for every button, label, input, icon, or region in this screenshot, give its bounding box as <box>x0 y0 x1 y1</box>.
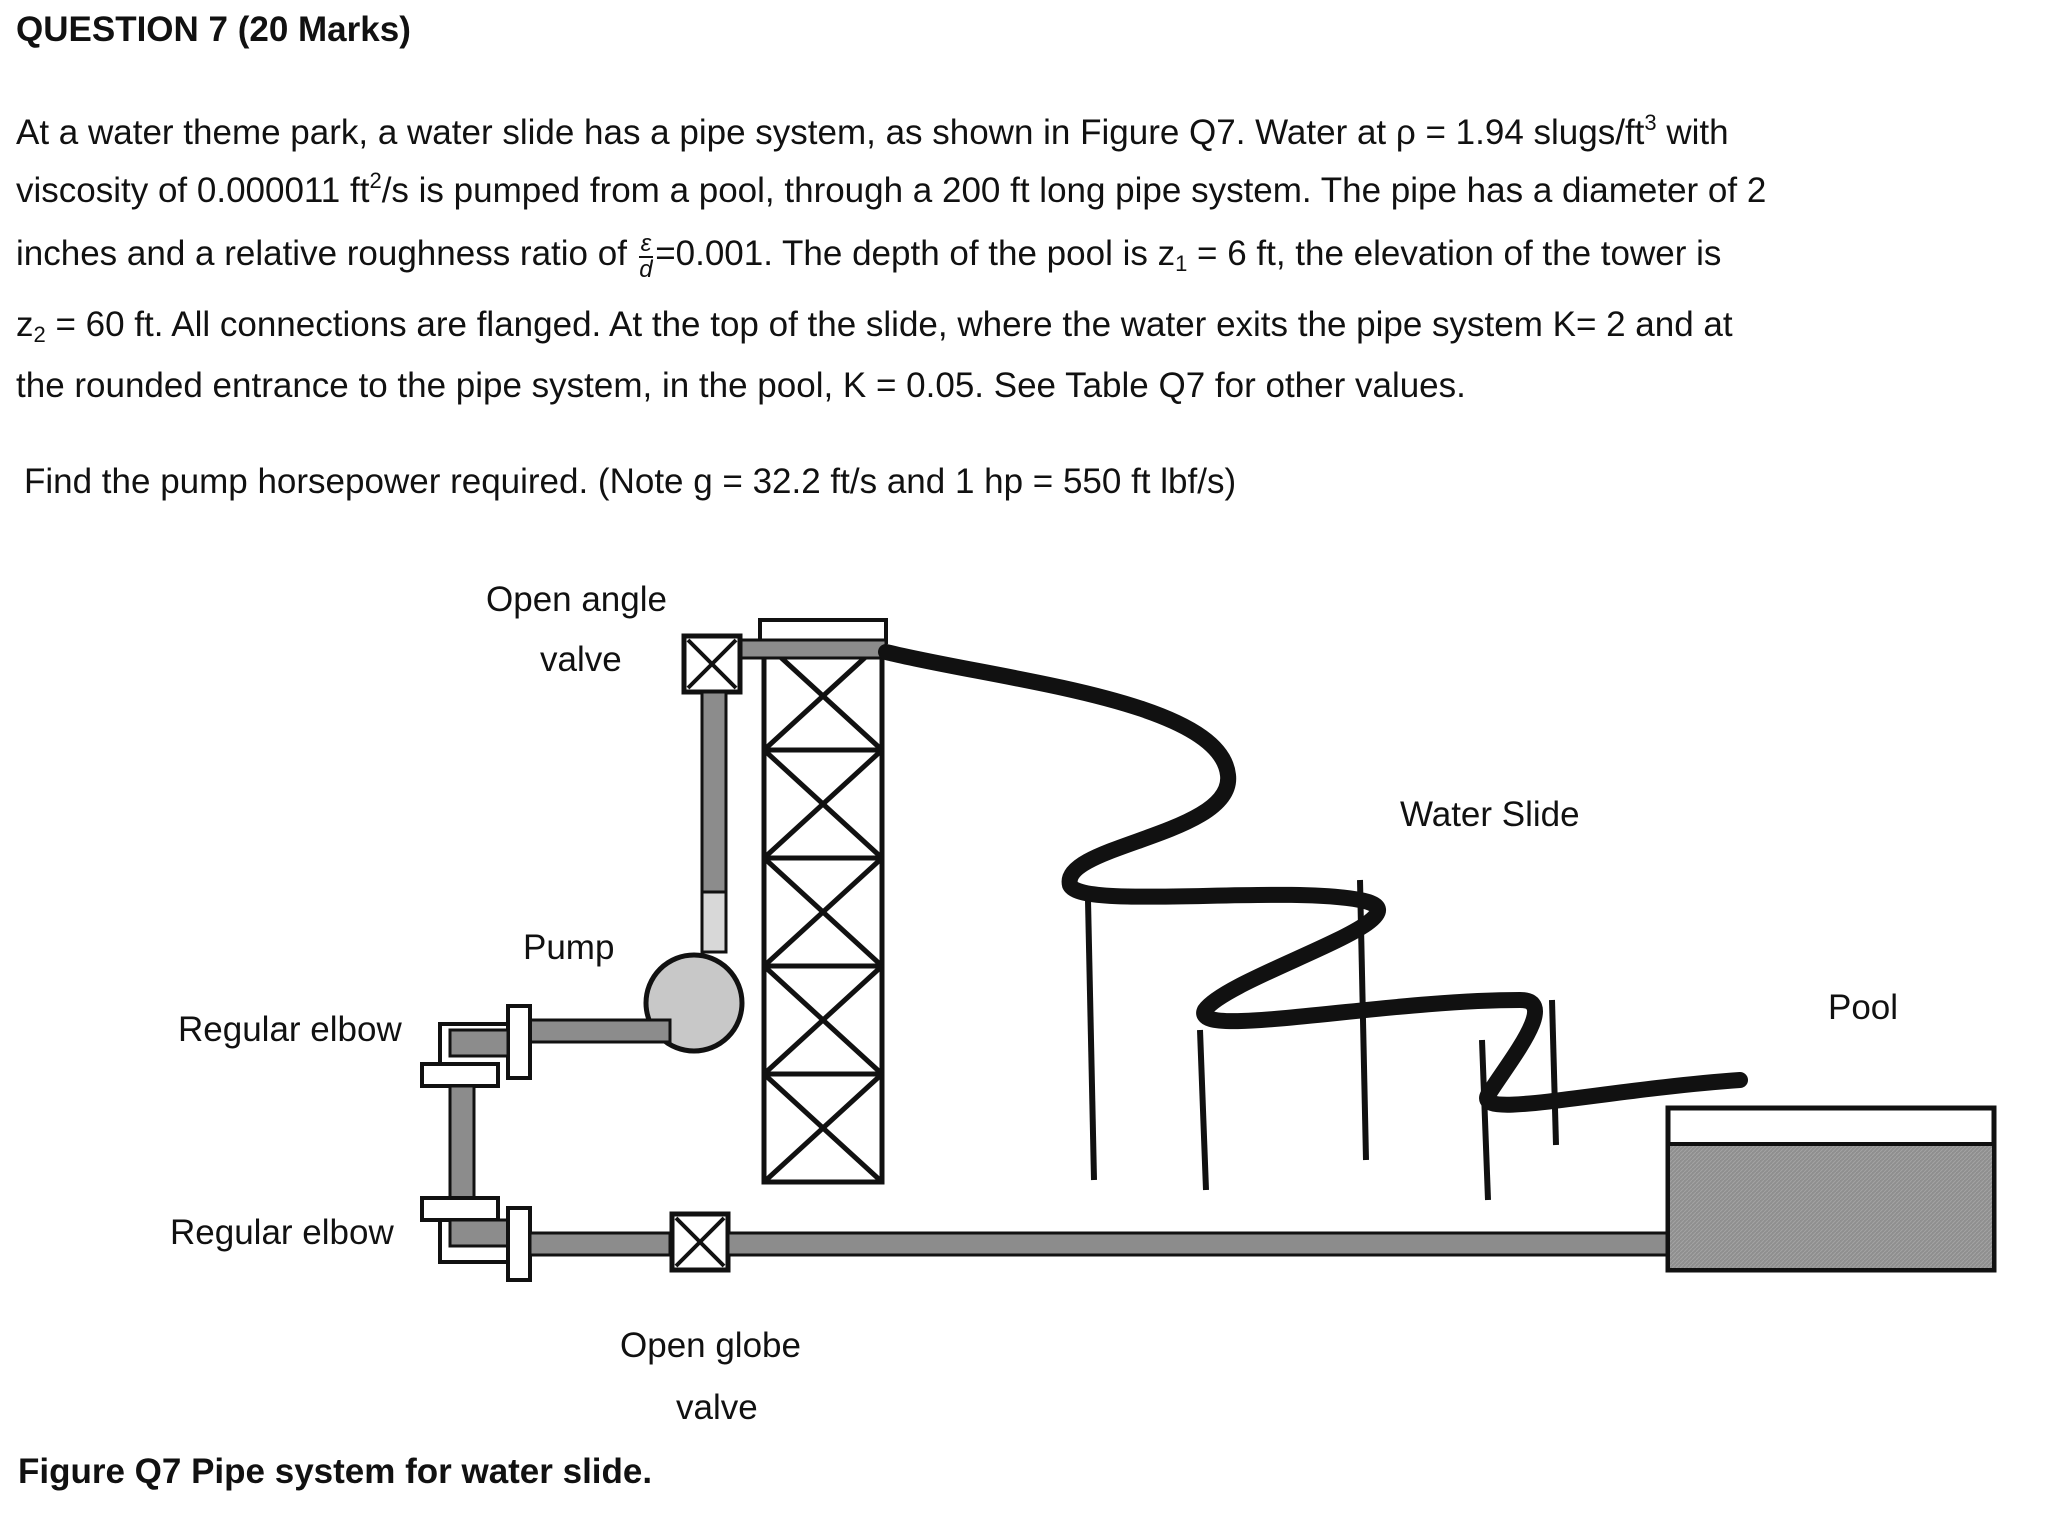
question-title: QUESTION 7 (20 Marks) <box>16 10 411 49</box>
pipe-system-diagram <box>420 618 1997 1282</box>
pump-inlet-pipe <box>528 1018 672 1044</box>
tower <box>758 618 888 1185</box>
label-open-angle-valve-line2: valve <box>540 640 622 679</box>
bottom-regular-elbow <box>420 1196 532 1282</box>
label-regular-elbow-top: Regular elbow <box>178 1010 402 1049</box>
pool <box>1665 1105 1997 1273</box>
label-open-globe-valve-line1: Open globe <box>620 1326 801 1365</box>
figure-caption: Figure Q7 Pipe system for water slide. <box>18 1452 653 1491</box>
bottom-pipe-main <box>726 1231 1672 1257</box>
bottom-pipe-left <box>528 1231 672 1257</box>
problem-line-3: inches and a relative roughness ratio of… <box>16 230 1722 283</box>
label-pump: Pump <box>523 928 615 967</box>
label-open-globe-valve-line2: valve <box>676 1388 758 1427</box>
find-instruction: Find the pump horsepower required. (Note… <box>24 462 1237 501</box>
down-pipe <box>448 1084 476 1200</box>
riser-pipe-lower <box>700 890 728 954</box>
label-pool: Pool <box>1828 988 1899 1027</box>
problem-line-4: z2 = 60 ft. All connections are flanged.… <box>16 305 1733 347</box>
label-water-slide: Water Slide <box>1400 795 1580 834</box>
problem-line-5: the rounded entrance to the pipe system,… <box>16 366 1466 405</box>
open-globe-valve <box>669 1211 731 1273</box>
open-angle-valve <box>681 633 743 695</box>
label-regular-elbow-bottom: Regular elbow <box>170 1213 394 1252</box>
label-open-angle-valve-line1: Open angle <box>486 580 667 619</box>
riser-pipe <box>700 690 728 894</box>
water-slide <box>878 644 1748 1113</box>
slide-supports <box>1085 879 1559 1201</box>
problem-line-1: At a water theme park, a water slide has… <box>16 110 1729 152</box>
problem-line-2: viscosity of 0.000011 ft2/s is pumped fr… <box>16 168 1767 210</box>
top-regular-elbow <box>420 1004 532 1088</box>
top-pipe <box>738 638 888 660</box>
